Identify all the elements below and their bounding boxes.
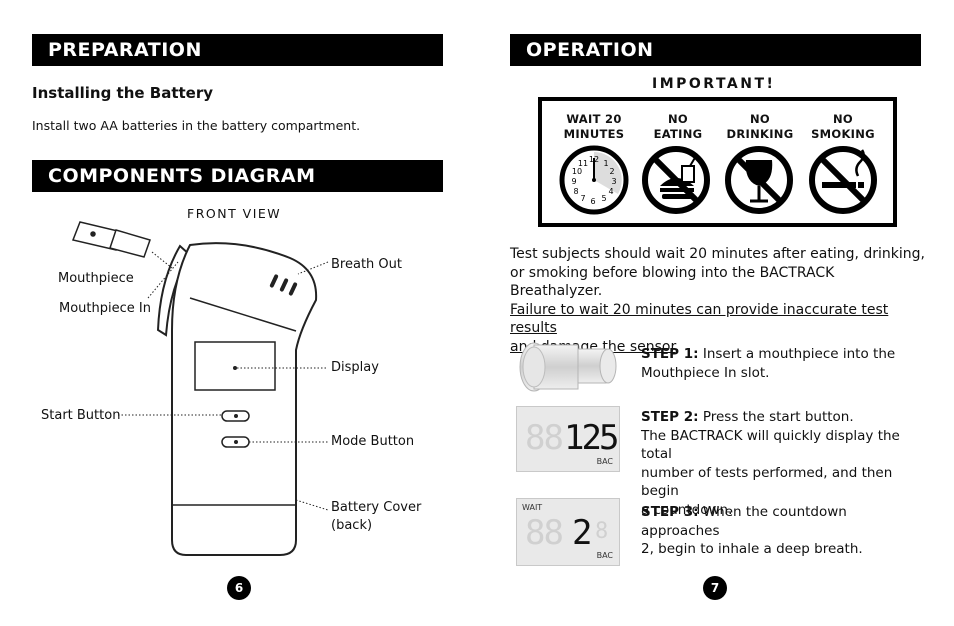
warning-paragraph: Test subjects should wait 20 minutes aft… — [510, 245, 930, 356]
lcd3-wait: WAIT — [522, 503, 543, 512]
svg-text:4: 4 — [608, 187, 613, 196]
battery-text: Install two AA batteries in the battery … — [32, 118, 361, 133]
label-mode-button: Mode Button — [331, 434, 415, 449]
svg-text:5: 5 — [601, 194, 606, 203]
step3-text2: 2, begin to inhale a deep breath. — [641, 541, 863, 557]
svg-text:10: 10 — [572, 167, 582, 176]
warning-wait-line1: WAIT 20 — [566, 112, 622, 126]
step2-label: STEP 2: — [641, 409, 699, 425]
operation-header: OPERATION — [510, 34, 921, 66]
label-breath-out: Breath Out — [331, 257, 402, 272]
svg-text:12: 12 — [589, 155, 599, 164]
warning-eating-line1: NO — [667, 112, 688, 126]
warning-drinking-label: NO DRINKING — [722, 112, 798, 142]
warning-smoking-label: NO SMOKING — [805, 112, 881, 142]
svg-text:7: 7 — [580, 194, 585, 203]
step2-text: STEP 2: Press the start button. The BACT… — [641, 408, 926, 519]
svg-text:8: 8 — [573, 187, 578, 196]
label-mouthpiece: Mouthpiece — [58, 271, 134, 286]
warning-wait-label: WAIT 20 MINUTES — [556, 112, 632, 142]
label-mouthpiece-in: Mouthpiece In — [59, 301, 151, 316]
para-underline1: Failure to wait 20 minutes can provide i… — [510, 301, 889, 337]
warning-eating-label: NO EATING — [640, 112, 716, 142]
operation-title: OPERATION — [526, 39, 654, 61]
step2-text4: a countdown. — [641, 501, 733, 518]
step1-text1: Insert a mouthpiece into the — [698, 346, 896, 362]
lcd2-ghost-digits: 88 — [525, 418, 564, 458]
para-end: . — [674, 338, 680, 355]
label-start-button: Start Button — [41, 408, 121, 423]
lcd3-ghost-digits: 88 — [525, 513, 564, 553]
step3-label: STEP 3: — [641, 504, 699, 520]
page-number-right: 7 — [703, 576, 727, 600]
para-line3: Failure to wait 20 minutes can provide i… — [510, 301, 930, 338]
step2-text3: number of tests performed, and then begi… — [641, 464, 893, 500]
svg-text:9: 9 — [571, 177, 576, 186]
step1-text: STEP 1: Insert a mouthpiece into the Mou… — [641, 345, 926, 382]
warning-smoking-line2: SMOKING — [811, 127, 875, 141]
label-battery-cover-back: (back) — [331, 518, 373, 533]
para-line2: or smoking before blowing into the BACTR… — [510, 264, 835, 300]
mouthpiece-icon — [71, 221, 151, 258]
no-drinking-icon — [725, 146, 793, 214]
step1-text2: Mouthpiece In slot. — [641, 364, 770, 381]
step3-text1: When the countdown approaches — [641, 504, 847, 539]
warning-smoking-line1: NO — [832, 112, 853, 126]
step2-text1: Press the start button. — [698, 409, 854, 425]
lcd3-ghost-last: 8 — [595, 519, 609, 544]
lcd-display-step2: 88 125 BAC — [516, 406, 620, 472]
front-view-label: FRONT VIEW — [187, 206, 282, 221]
warning-drinking-line1: NO — [749, 112, 770, 126]
svg-text:6: 6 — [590, 197, 595, 206]
lcd3-unit: BAC — [596, 551, 613, 560]
components-title: COMPONENTS DIAGRAM — [48, 165, 316, 187]
warning-wait-line2: MINUTES — [563, 127, 625, 141]
mouthpiece-image — [519, 342, 617, 392]
warning-box — [538, 97, 897, 227]
no-eating-icon — [642, 146, 710, 214]
svg-text:2: 2 — [609, 167, 614, 176]
svg-text:1: 1 — [603, 159, 608, 168]
step2-text2: The BACTRACK will quickly display the to… — [641, 427, 900, 463]
warning-drinking-line2: DRINKING — [726, 127, 794, 141]
step3-text: STEP 3: When the countdown approaches 2,… — [641, 503, 926, 559]
important-label: IMPORTANT! — [652, 76, 776, 92]
breathalyzer-diagram — [71, 221, 329, 556]
label-display: Display — [331, 360, 379, 375]
page-number-left: 6 — [227, 576, 251, 600]
lcd3-digit: 2 — [572, 513, 593, 553]
components-header: COMPONENTS DIAGRAM — [32, 160, 443, 192]
lcd2-digits: 125 — [564, 418, 619, 458]
label-battery-cover: Battery Cover — [331, 500, 422, 515]
warning-eating-line2: EATING — [653, 127, 703, 141]
preparation-title: PREPARATION — [48, 39, 202, 61]
lcd-display-step3: WAIT 88 2 8 BAC — [516, 498, 620, 566]
svg-text:3: 3 — [611, 177, 616, 186]
preparation-header: PREPARATION — [32, 34, 443, 66]
lcd2-unit: BAC — [596, 457, 613, 466]
svg-text:11: 11 — [578, 159, 588, 168]
battery-heading: Installing the Battery — [32, 84, 214, 102]
para-line1: Test subjects should wait 20 minutes aft… — [510, 246, 925, 262]
no-smoking-icon — [809, 146, 877, 214]
step1-label: STEP 1: — [641, 346, 699, 362]
